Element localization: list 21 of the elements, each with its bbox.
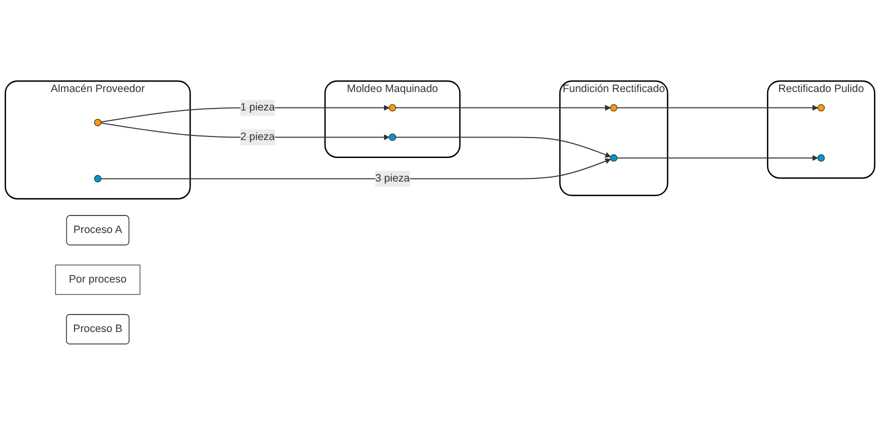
arrow xyxy=(396,104,611,111)
node-box: Por proceso xyxy=(55,264,140,295)
node-circle xyxy=(388,104,396,112)
cluster: Rectificado Pulido xyxy=(766,80,876,179)
cluster: Fundición Rectificado xyxy=(559,80,668,196)
arrow xyxy=(396,136,611,158)
node-circle xyxy=(388,134,396,141)
node-circle xyxy=(610,154,618,162)
arrow xyxy=(617,155,818,161)
arrow xyxy=(617,104,818,111)
edge-label: 1 pieza xyxy=(240,102,275,114)
node-circle xyxy=(817,154,825,162)
node-circle xyxy=(610,104,618,112)
arrow xyxy=(101,158,611,180)
edge-label: 2 pieza xyxy=(240,131,275,143)
cluster: Almacén Proveedor xyxy=(4,80,191,200)
node-circle xyxy=(94,175,102,182)
node-circle xyxy=(817,104,825,112)
cluster: Moldeo Maquinado xyxy=(324,80,461,158)
node-circle xyxy=(94,118,102,126)
edge-label: 3 pieza xyxy=(375,172,410,184)
